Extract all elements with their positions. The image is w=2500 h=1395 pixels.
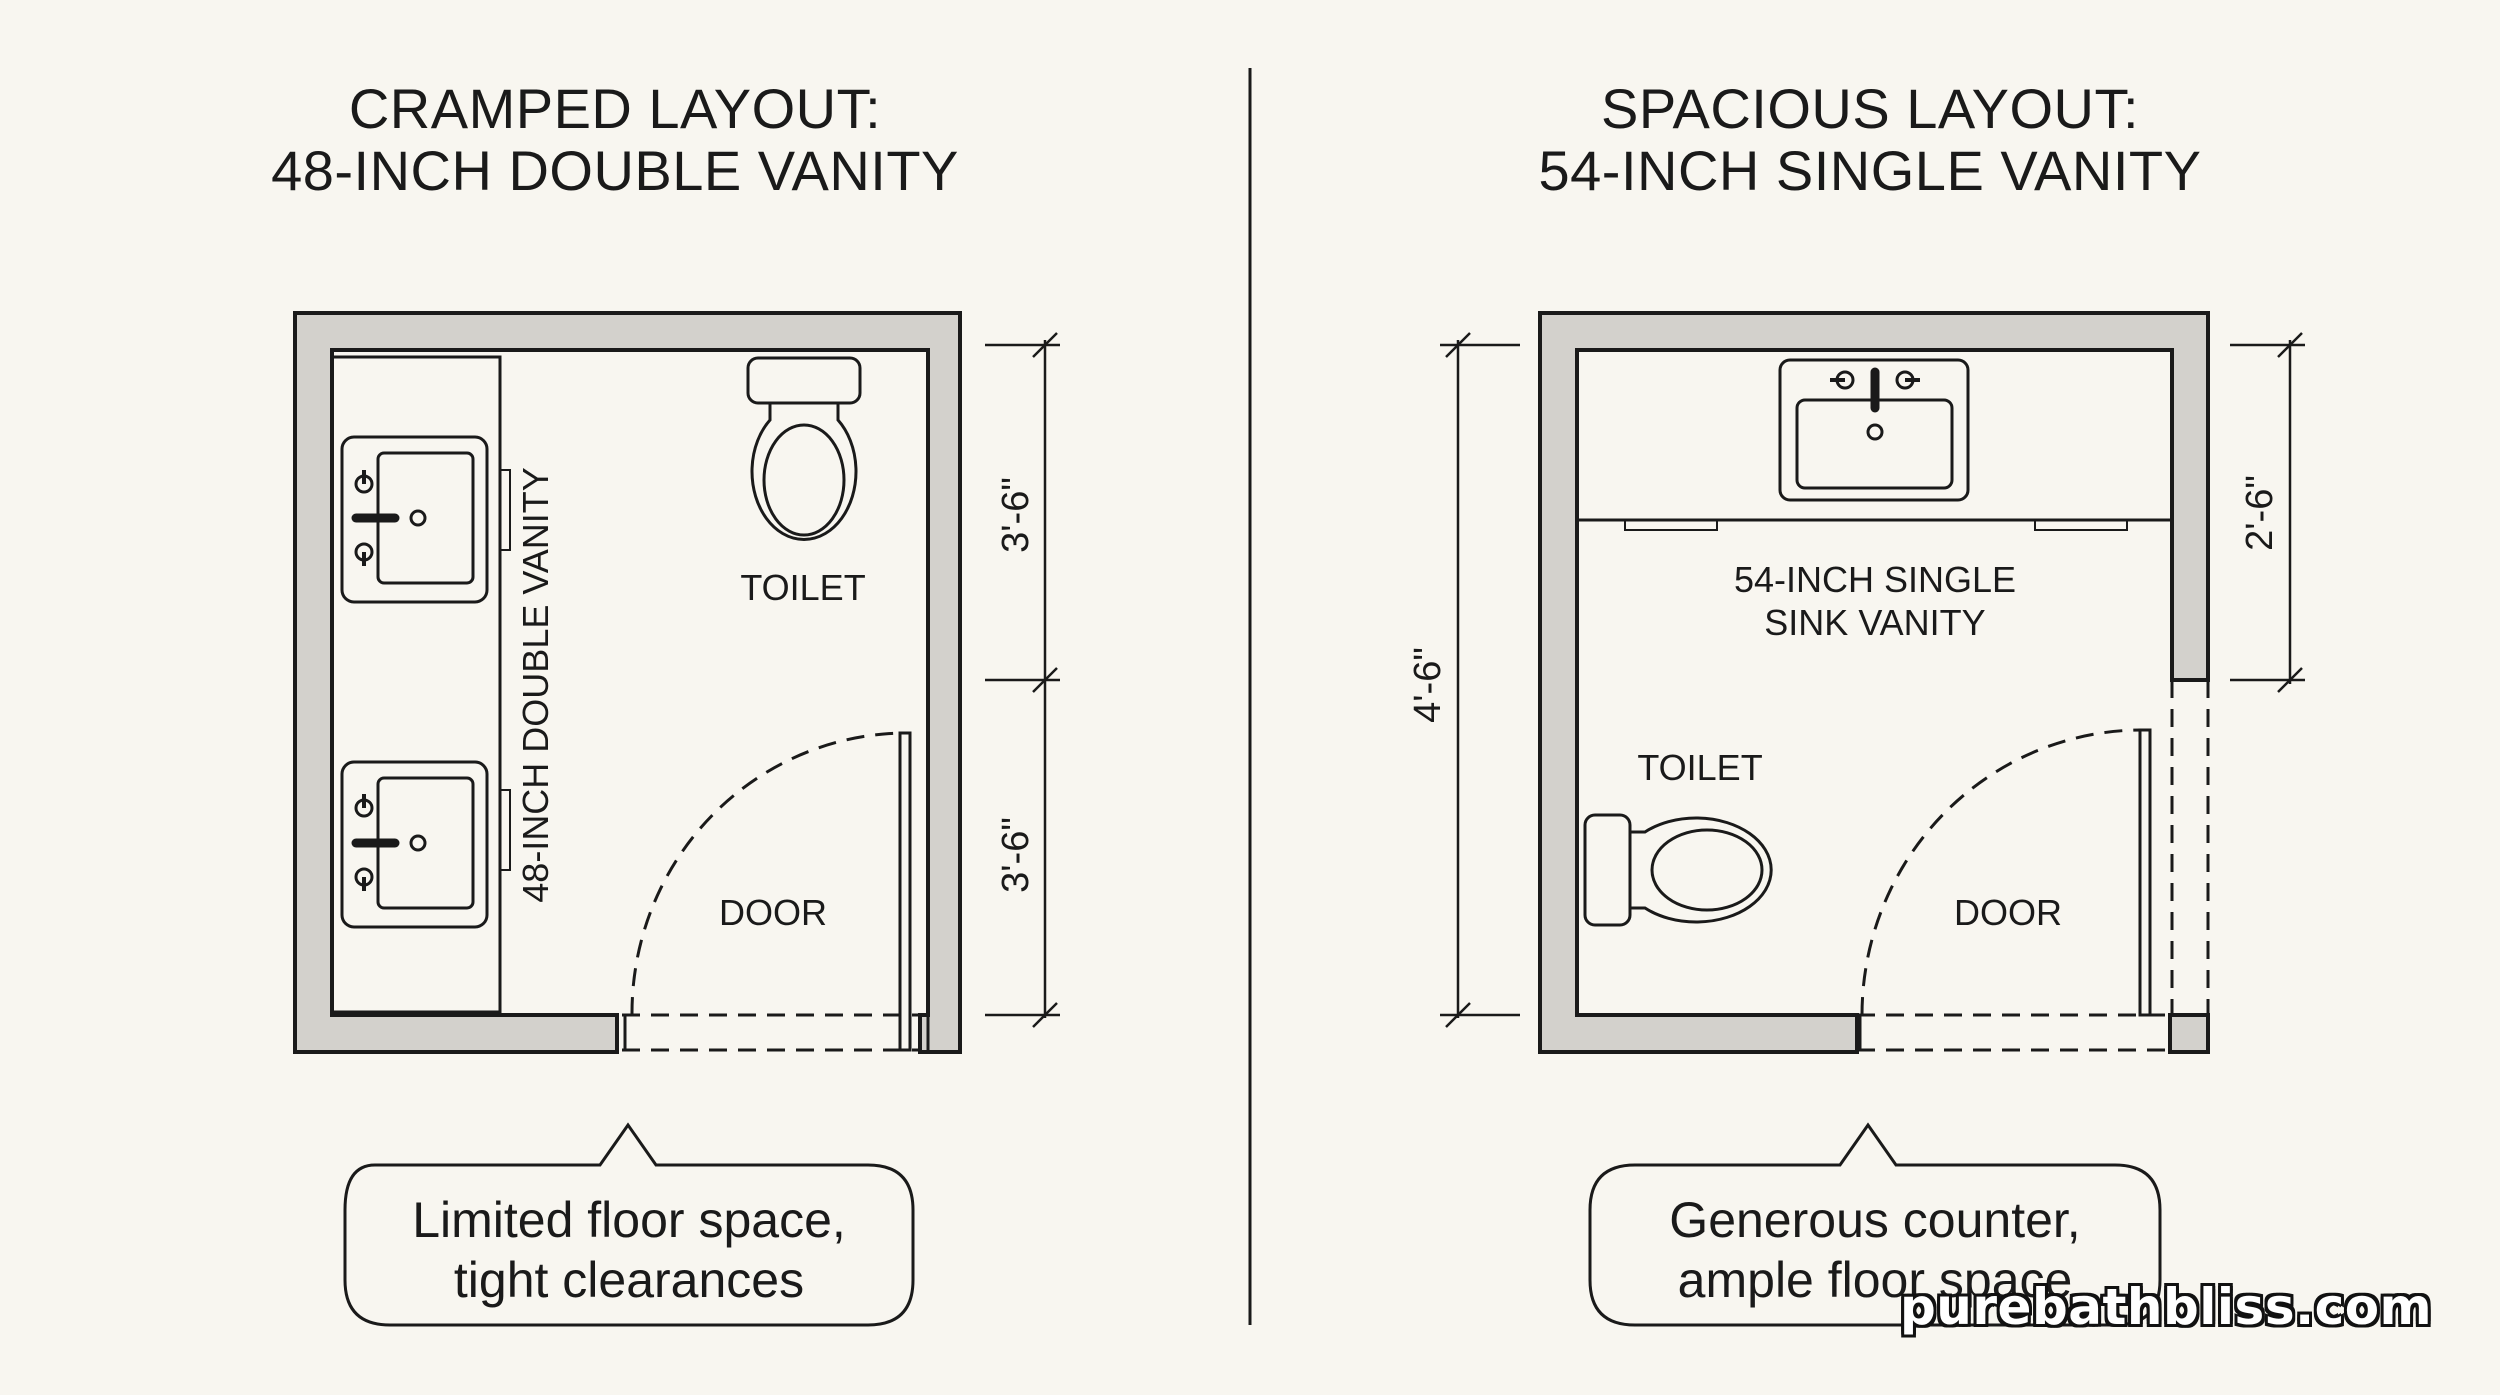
right-callout-bubble [1588,1122,2162,1327]
left-door-icon [622,731,920,1052]
right-toilet-label: TOILET [1637,747,1762,788]
watermark-logo: purebathbliss.com [1900,1278,2433,1336]
right-door-icon [1857,728,2170,1052]
right-dimension-right [2230,332,2305,693]
left-title: CRAMPED LAYOUT: 48-INCH DOUBLE VANITY [271,77,959,202]
left-door-label: DOOR [719,892,827,933]
left-walls [293,311,962,1054]
left-dim-upper: 3'-6" [995,477,1037,553]
left-vanity-label: 48-INCH DOUBLE VANITY [515,467,556,902]
right-dimension-left [1440,332,1520,1028]
left-vanity-counter [330,355,502,1014]
right-vanity-counter [1575,348,2174,522]
right-title: SPACIOUS LAYOUT: 54-INCH SINGLE VANITY [1538,77,2202,202]
left-plan: 48-INCH DOUBLE VANITY TOILET DOOR [293,311,1060,1327]
left-sink-upper-icon [340,435,489,604]
left-callout-bubble [343,1122,915,1327]
left-sink-lower-icon [340,760,489,929]
right-callout-line2: ample floor space [1678,1252,2073,1308]
left-dim-lower: 3'-6" [995,817,1037,893]
right-dim-left: 4'-6" [1407,647,1449,723]
left-toilet-label: TOILET [740,567,865,608]
right-sink-icon [1778,358,1970,502]
right-plan: 54-INCH SINGLE SINK VANITY TOILET DOOR [1407,311,2305,1327]
right-vanity-label-1: 54-INCH SINGLE [1734,559,2016,600]
right-wall-stub [2168,1013,2210,1054]
right-dim-right: 2'-6" [2239,475,2281,551]
left-callout-line2: tight clearances [454,1252,804,1308]
left-dimension-lines [985,332,1060,1028]
right-toilet-icon [1583,813,1773,927]
right-vanity-label-2: SINK VANITY [1764,602,1985,643]
right-door-label: DOOR [1954,892,2062,933]
left-toilet-icon [746,356,862,541]
right-callout-line1: Generous counter, [1669,1192,2080,1248]
left-callout-line1: Limited floor space, [412,1192,846,1248]
